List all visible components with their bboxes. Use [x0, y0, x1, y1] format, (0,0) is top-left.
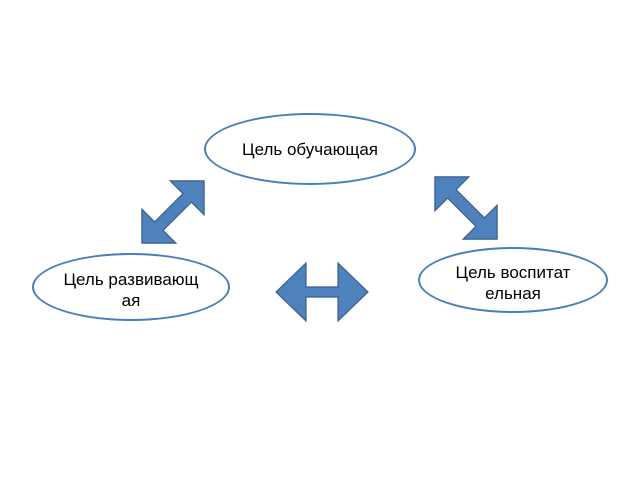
double-arrow-left-top — [141, 180, 205, 244]
goal-ellipse-teaching: Цель обучающая — [204, 113, 416, 185]
goal-label-upbringing: Цель воспитательная — [455, 263, 571, 303]
double-arrow-left-right — [275, 261, 369, 323]
goal-label-developing: Цель развивающая — [63, 270, 199, 310]
goal-label-teaching: Цель обучающая — [242, 139, 378, 159]
goal-ellipse-upbringing: Цель воспитательная — [418, 247, 608, 313]
double-arrow-top-right — [434, 176, 498, 240]
goal-ellipse-developing: Цель развивающая — [32, 253, 230, 321]
